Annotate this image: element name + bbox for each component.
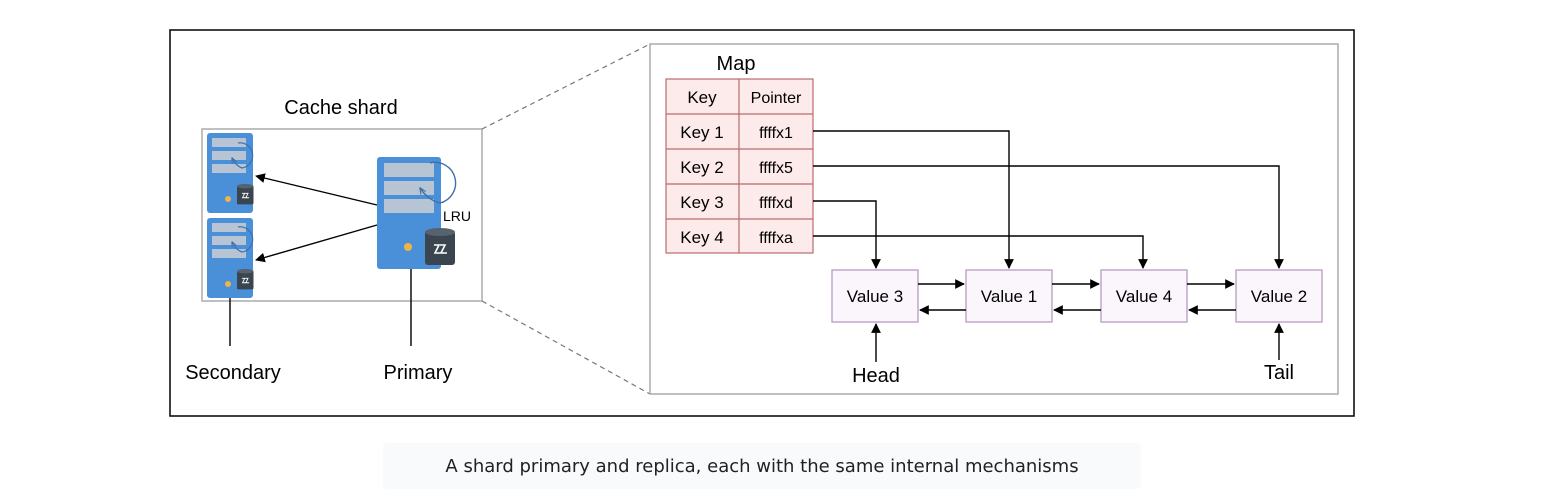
map-pointer-3: ffffxd (759, 195, 793, 212)
figure-caption: A shard primary and replica, each with t… (383, 443, 1141, 489)
cache-shard-title: Cache shard (284, 97, 397, 119)
map-table: Key Pointer Key 1 ffffx1 Key 2 ffffx5 Ke… (665, 78, 814, 254)
cache-shard-diagram: Cache shard LRU (169, 29, 1355, 417)
shard-box (201, 128, 483, 302)
list-node-value-2: Value 2 (1235, 269, 1323, 323)
svg-text:Value 4: Value 4 (1116, 287, 1172, 306)
pointer-key3-to-value3 (813, 200, 881, 269)
list-node-value-1: Value 1 (965, 269, 1053, 323)
map-key-2: Key 2 (680, 158, 723, 177)
map-pointer-2: ffffx5 (759, 160, 793, 177)
primary-label: Primary (384, 362, 453, 384)
primary-server (377, 157, 457, 269)
svg-text:Value 1: Value 1 (981, 287, 1037, 306)
map-key-1: Key 1 (680, 123, 723, 142)
map-header-key: Key (687, 88, 717, 107)
zoom-line-top (481, 43, 651, 130)
replication-arrow-1 (255, 173, 378, 206)
outer-frame (169, 29, 1355, 417)
replication-arrow-2 (255, 224, 378, 263)
list-node-value-3: Value 3 (831, 269, 919, 323)
map-key-4: Key 4 (680, 228, 723, 247)
pointer-key4-to-value4 (813, 235, 1148, 269)
map-pointer-1: ffffx1 (759, 125, 793, 142)
svg-text:Value 3: Value 3 (847, 287, 903, 306)
map-title: Map (717, 53, 756, 75)
secondary-label: Secondary (185, 362, 281, 384)
secondary-server-1 (207, 133, 254, 213)
pointer-key1-to-value1 (813, 130, 1014, 269)
svg-text:Value 2: Value 2 (1251, 287, 1307, 306)
map-pointer-4: ffffxa (759, 230, 793, 247)
pointer-key2-to-value2 (813, 165, 1284, 269)
zoom-line-bottom (481, 300, 651, 395)
map-header-pointer: Pointer (751, 90, 802, 107)
tail-label: Tail (1264, 362, 1294, 384)
zoom-panel (649, 43, 1339, 395)
head-label: Head (852, 365, 900, 387)
lru-label: LRU (443, 208, 471, 224)
secondary-server-2 (207, 218, 254, 298)
list-node-value-4: Value 4 (1100, 269, 1188, 323)
map-key-3: Key 3 (680, 193, 723, 212)
